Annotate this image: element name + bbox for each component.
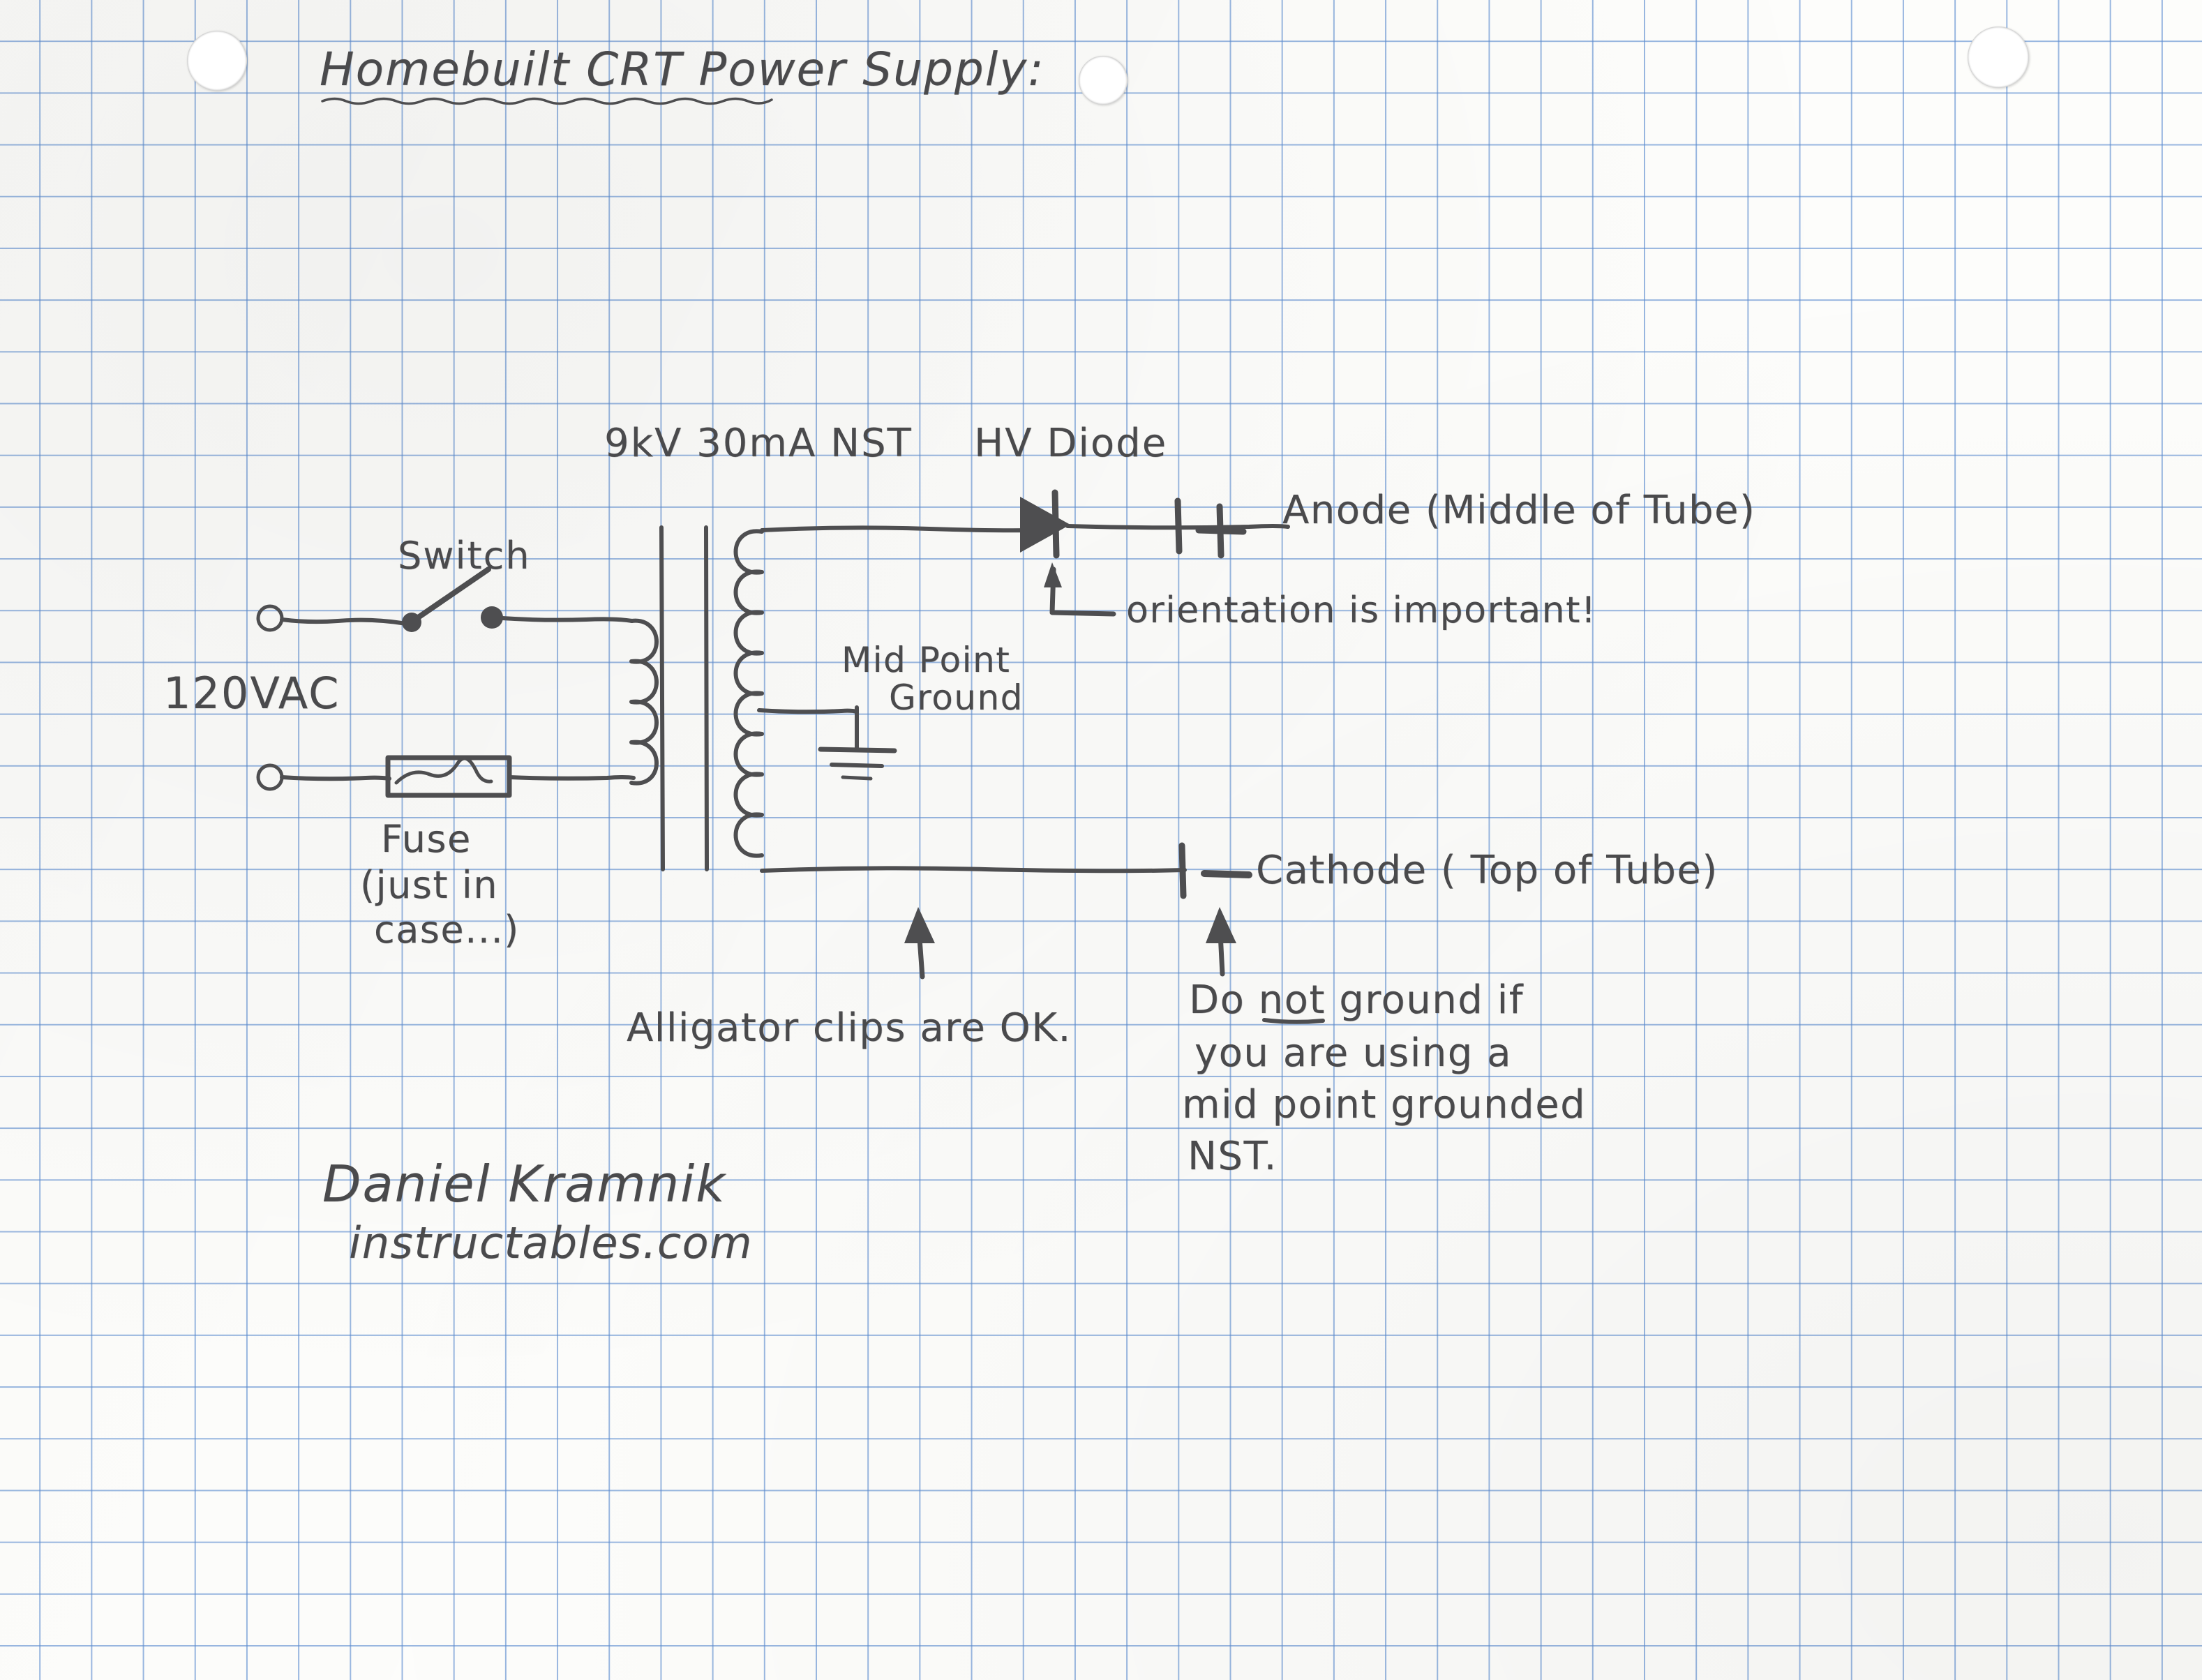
signature-site: instructables.com	[349, 1217, 753, 1268]
warning-arrow-head	[1206, 907, 1236, 943]
fuse-label-line3: case...)	[374, 908, 520, 952]
alligator-arrow-head	[904, 907, 935, 943]
midpoint-ground-label-line2: Ground	[889, 677, 1024, 718]
orientation-arrow	[1049, 567, 1116, 617]
fuse-filament	[394, 756, 493, 785]
transformer-core-line-right	[704, 525, 709, 871]
wire-switch-to-primary	[500, 616, 634, 623]
ground-bar-1	[818, 747, 897, 753]
cathode-terminal-tick	[1178, 842, 1187, 899]
secondary-coil	[733, 529, 764, 858]
warning-note-line3: mid point grounded	[1182, 1082, 1587, 1127]
warning-note-line2: you are using a	[1194, 1030, 1512, 1076]
fuse-label-line1: Fuse	[381, 817, 472, 861]
ac-terminal-bottom	[256, 763, 284, 791]
mains-label: 120VAC	[163, 668, 340, 719]
anode-label: Anode (Middle of Tube)	[1282, 488, 1756, 533]
switch-label: Switch	[398, 534, 531, 578]
transformer-label: 9kV 30mA NST	[604, 421, 913, 466]
fuse-body	[385, 755, 512, 798]
wire-fuse-to-primary	[507, 775, 636, 781]
wire-secondary-bottom	[760, 866, 1187, 873]
page-title: Homebuilt CRT Power Supply:	[320, 43, 1045, 96]
ground-bar-3	[841, 775, 873, 781]
switch-pivot	[402, 613, 421, 632]
wire-diode-to-anode	[1065, 524, 1290, 530]
midpoint-ground-label-line1: Mid Point	[841, 640, 1011, 680]
wire-ac-bottom-to-fuse	[280, 775, 391, 781]
cathode-minus-sign	[1201, 870, 1252, 878]
alligator-note: Alligator clips are OK.	[627, 1005, 1072, 1051]
hv-diode-cathode-bar	[1051, 489, 1060, 559]
wire-center-tap	[757, 708, 859, 714]
punch-hole-right	[1968, 27, 2029, 88]
wire-secondary-top	[760, 525, 1038, 533]
punch-hole-left	[187, 31, 247, 91]
anode-terminal-tick	[1174, 497, 1183, 555]
signature-name: Daniel Kramnik	[322, 1155, 726, 1213]
anode-plus-sign	[1195, 503, 1247, 559]
warning-note-line1: Do not ground if	[1189, 977, 1524, 1023]
orientation-note: orientation is important!	[1126, 590, 1597, 631]
primary-coil	[629, 618, 659, 786]
orientation-arrow-head	[1044, 562, 1062, 587]
warning-arrow-shaft	[1217, 917, 1225, 977]
ground-bar-2	[830, 763, 884, 768]
title-underline	[321, 97, 773, 105]
punch-hole-center	[1079, 56, 1128, 105]
switch-contact	[481, 606, 503, 629]
ac-terminal-top	[256, 604, 284, 632]
wire-ac-top-to-switch	[280, 617, 408, 626]
transformer-core-line-left	[659, 525, 665, 871]
cathode-label: Cathode ( Top of Tube)	[1256, 848, 1718, 893]
fuse-label-line2: (just in	[360, 863, 498, 907]
warning-note-line4: NST.	[1188, 1134, 1278, 1179]
diode-label: HV Diode	[974, 421, 1168, 466]
alligator-arrow-shaft	[915, 917, 925, 980]
hv-diode-triangle	[1020, 497, 1070, 553]
